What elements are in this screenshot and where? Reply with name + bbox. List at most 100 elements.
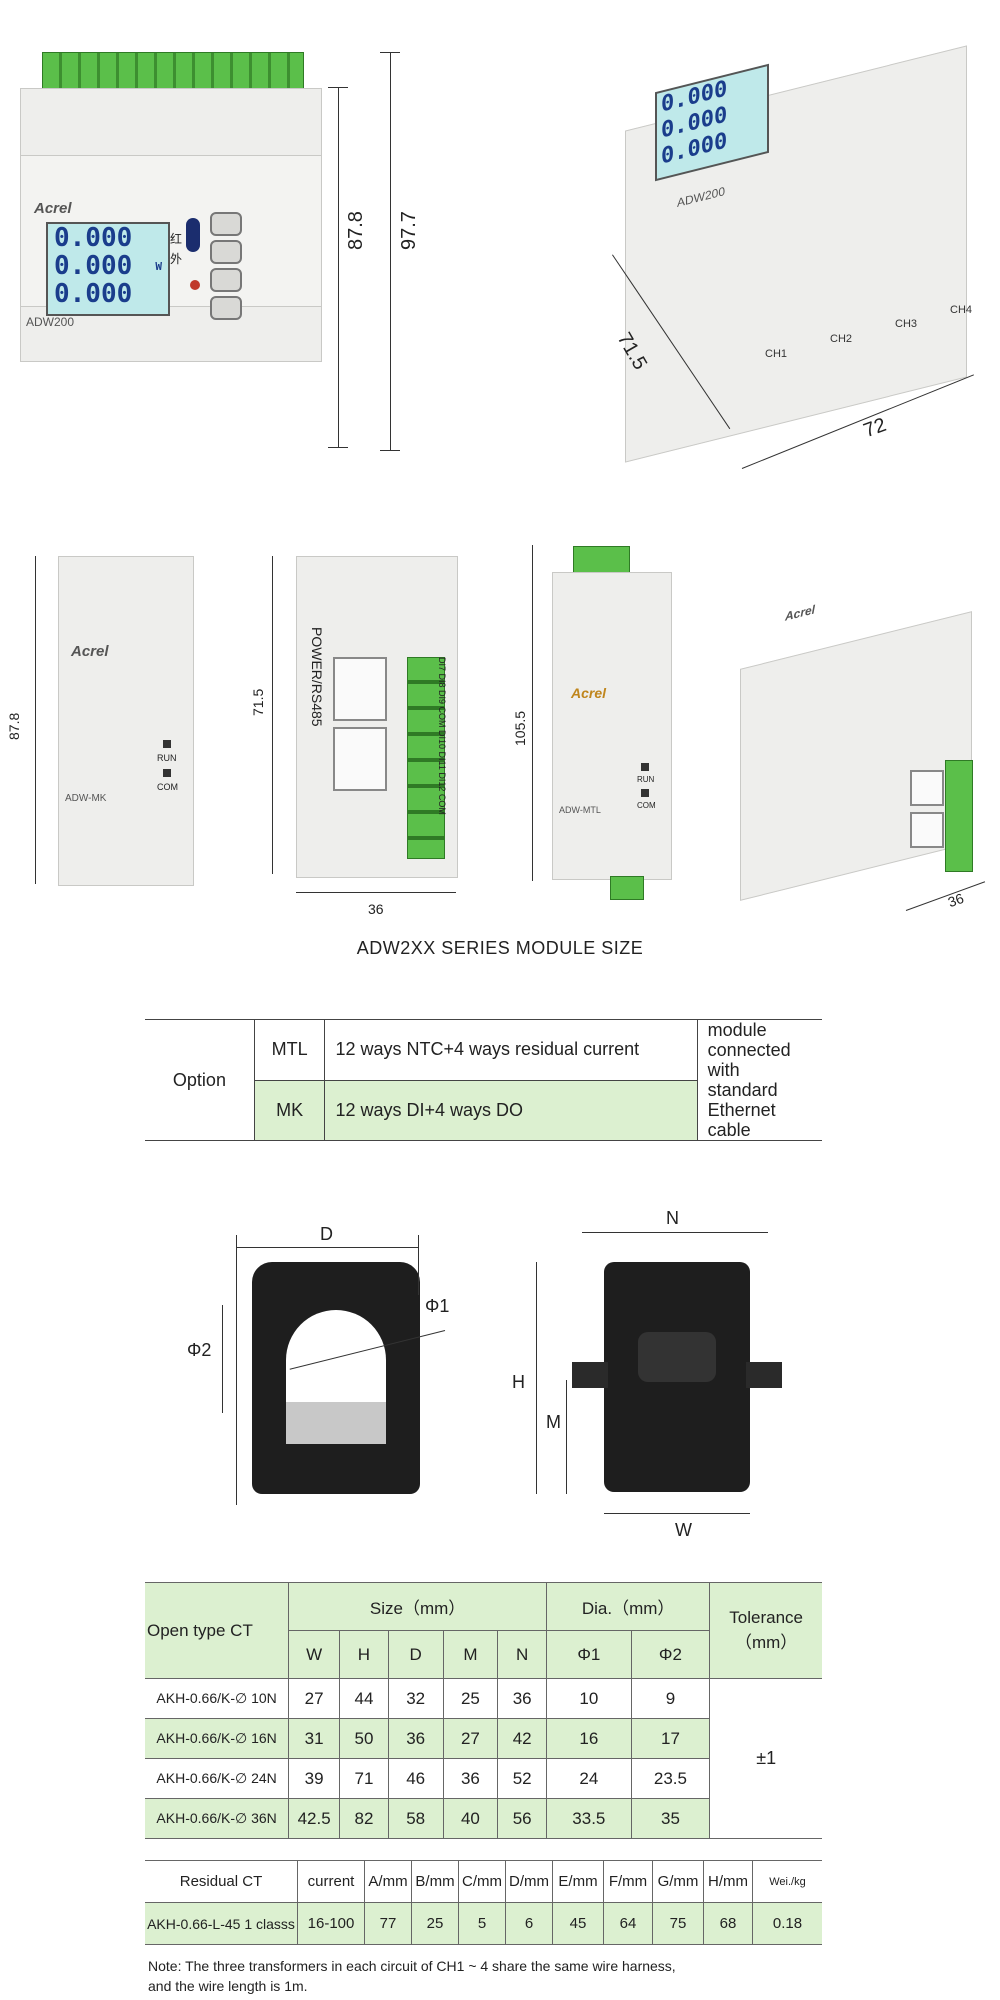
dim-line-mtl [532, 545, 533, 881]
model-label: ADW200 [26, 315, 75, 329]
option-note: module connected with standard Ethernet … [696, 1019, 822, 1141]
dim-label-side: 71.5 [250, 688, 266, 716]
rc-cell-8: 75 [652, 1902, 704, 1945]
ct-cell: 32 [387, 1678, 444, 1719]
rc-cell-9: 68 [703, 1902, 753, 1945]
rc-header-5: D/mm [505, 1860, 553, 1903]
mk-model: ADW-MK [65, 793, 107, 804]
ct-col-D: D [387, 1630, 444, 1679]
meter-button-1[interactable] [210, 212, 242, 236]
terminal-block [42, 52, 304, 90]
ct-size-header: Size（mm） [288, 1582, 548, 1631]
mk-run-led-icon [163, 740, 171, 748]
ct-front [252, 1262, 420, 1494]
option-label: Option [145, 1019, 255, 1141]
ct-cell: 27 [442, 1718, 499, 1759]
rc-cell-0: AKH-0.66-L-45 1 classs [145, 1902, 298, 1945]
meter-button-3[interactable] [210, 268, 242, 292]
dim-line-D [236, 1247, 418, 1248]
mk-module: Acrel RUN COM ADW-MK [58, 556, 194, 886]
ct-side-hinge [638, 1332, 716, 1382]
mk-com-led-icon [163, 769, 171, 777]
ct-row-model: AKH-0.66/K-∅ 24N [145, 1758, 290, 1799]
rc-cell-6: 45 [552, 1902, 604, 1945]
rc-header-6: E/mm [552, 1860, 604, 1903]
ct-cell: 42.5 [288, 1798, 341, 1839]
brand-logo: Acrel [34, 200, 72, 217]
ct-label-H: H [512, 1372, 525, 1392]
ct-cell: 52 [497, 1758, 548, 1799]
ct-cell: 82 [339, 1798, 389, 1839]
lcd-unit: W [155, 260, 162, 273]
rc-header-3: B/mm [411, 1860, 459, 1903]
lcd-row-2: 0.000 [54, 251, 133, 281]
ct-cell: 36 [497, 1678, 548, 1719]
ct-label-phi1: Φ1 [425, 1296, 450, 1316]
ct-table: Open type CT Size（mm） Dia.（mm） Tolerance… [145, 1582, 822, 1839]
ct-side [604, 1262, 750, 1492]
main-meter-iso: 0.000 0.000 0.000 ADW200 CH1 CH2 CH3 CH4 [595, 8, 985, 463]
rc-header-7: F/mm [603, 1860, 653, 1903]
note-line-2: and the wire length is 1m. [148, 1978, 308, 1994]
rj45-port-2 [333, 727, 387, 791]
lcd-display: 0.000 0.000 0.000 W [46, 222, 170, 316]
ct-cell: 56 [497, 1798, 548, 1839]
option-desc-mtl: 12 ways NTC+4 ways residual current [324, 1019, 698, 1081]
mtl-model: ADW-MTL [559, 805, 601, 815]
ct-col-phi2: Φ2 [630, 1630, 711, 1679]
mtl-com-label: COM [637, 801, 656, 810]
ct-cell: 16 [546, 1718, 632, 1759]
rc-cell-4: 5 [458, 1902, 506, 1945]
iso-channel-ch1: CH1 [765, 348, 788, 360]
ct-col-M: M [442, 1630, 499, 1679]
ct-col-W: W [288, 1630, 341, 1679]
rc-header-2: A/mm [364, 1860, 412, 1903]
ct-side-flange-left [572, 1362, 608, 1388]
ct-label-phi2: Φ2 [187, 1340, 212, 1360]
dim-label-mk: 87.8 [6, 712, 22, 740]
ct-cell: 46 [387, 1758, 444, 1799]
ct-label-D: D [320, 1224, 333, 1244]
rc-header-10: Wei./kg [752, 1860, 822, 1903]
rc-cell-1: 16-100 [297, 1902, 365, 1945]
ct-cell: 36 [442, 1758, 499, 1799]
ct-col-phi1: Φ1 [546, 1630, 632, 1679]
iso-channel-ch2: CH2 [830, 333, 853, 345]
rc-header-9: H/mm [703, 1860, 753, 1903]
dim-tick [418, 1235, 419, 1295]
mk-com-label: COM [157, 782, 178, 792]
ir-label-1: 红 [170, 232, 183, 246]
iso-terminal [945, 760, 973, 872]
option-table: Option MTL 12 ways NTC+4 ways residual c… [145, 1019, 822, 1141]
ct-cell: 71 [339, 1758, 389, 1799]
dim-line-mk [35, 556, 36, 884]
ct-row-model: AKH-0.66/K-∅ 10N [145, 1678, 290, 1719]
mtl-terminal-bottom [610, 876, 644, 900]
rc-header-1: current [297, 1860, 365, 1903]
rc-cell-5: 6 [505, 1902, 553, 1945]
iso-module: Acrel [740, 600, 975, 901]
rj45-port-1 [333, 657, 387, 721]
rc-header-4: C/mm [458, 1860, 506, 1903]
ct-cell: 35 [630, 1798, 711, 1839]
ct-side-flange-right [746, 1362, 782, 1388]
ct-label-N: N [666, 1208, 679, 1228]
meter-button-2[interactable] [210, 240, 242, 264]
dim-line-phi2 [222, 1305, 223, 1413]
meter-button-4[interactable] [210, 296, 242, 320]
ct-tolerance-header: Tolerance（mm） [709, 1582, 822, 1679]
ct-cell: 58 [387, 1798, 444, 1839]
dim-line-87-8 [338, 87, 339, 447]
dim-label-iso-module: 36 [945, 889, 966, 911]
dim-line-97-7 [390, 52, 391, 450]
ct-cell: 33.5 [546, 1798, 632, 1839]
ct-cell: 39 [288, 1758, 341, 1799]
rc-header-0: Residual CT [145, 1860, 298, 1903]
mk-brand: Acrel [71, 643, 109, 660]
side-module: POWER/RS485 DI7 DI8 DI9 COM DI10 DI11 DI… [296, 556, 458, 878]
dim-line-W [604, 1513, 750, 1514]
iso-module-body [740, 611, 972, 901]
ct-row-model: AKH-0.66/K-∅ 16N [145, 1718, 290, 1759]
mtl-run-led-icon [641, 763, 649, 771]
dim-line-H [536, 1262, 537, 1494]
